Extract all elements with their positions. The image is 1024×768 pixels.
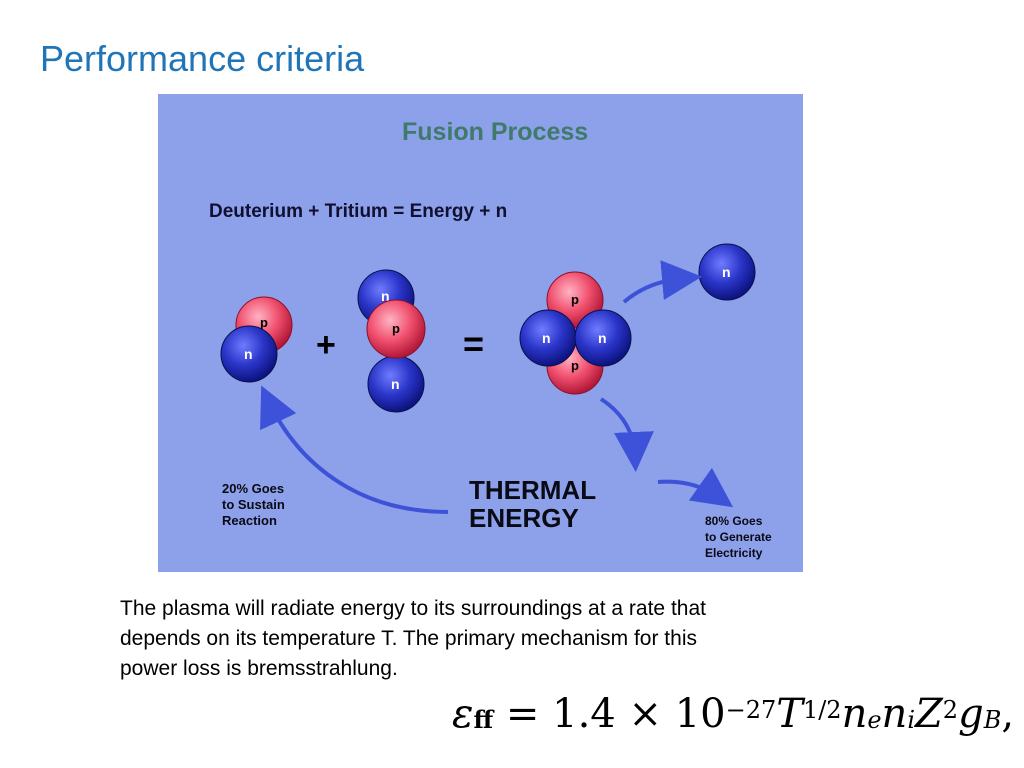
deuterium-nucleus: p n [220, 296, 293, 383]
sustain-note: to Sustain [222, 497, 285, 512]
neutron-label: n [542, 330, 551, 346]
formula-z-exp: 2 [942, 696, 959, 724]
body-line: power loss is bremsstrahlung. [120, 657, 398, 680]
arrow-to-thermal [599, 397, 654, 472]
equals-sign: = [463, 323, 484, 364]
reaction-equation: Deuterium + Tritium = Energy + n [209, 201, 507, 222]
formula-lhs-subscript: ff [473, 705, 494, 734]
formula-ni: n [881, 691, 908, 737]
helium-nucleus: p p n n [519, 271, 632, 395]
formula-g-sub: B [983, 706, 1002, 734]
formula-ne-sub: e [867, 706, 882, 734]
body-line: depends on its temperature T. The primar… [120, 627, 697, 650]
arrow-to-neutron [622, 260, 702, 304]
formula-equals: = [505, 691, 540, 737]
arrow-to-electricity [657, 467, 734, 508]
formula-temp-exponent: 1/2 [802, 696, 842, 724]
formula-ni-sub: i [907, 706, 915, 734]
sustain-note: Reaction [222, 513, 277, 528]
thermal-energy-label: THERMAL [469, 475, 596, 505]
formula-coefficient: 1.4 [552, 691, 616, 737]
neutron-label: n [722, 264, 731, 280]
formula-temp: T [776, 691, 803, 737]
formula-lhs: ε [452, 691, 474, 737]
free-neutron: n [698, 243, 756, 301]
figure-title: Fusion Process [402, 118, 588, 146]
body-paragraph: The plasma will radiate energy to its su… [120, 594, 860, 684]
proton-label: p [260, 315, 268, 330]
neutron-label: n [244, 346, 253, 362]
neutron-label: n [598, 330, 607, 346]
formula-ne: n [841, 691, 868, 737]
generate-note: Electricity [705, 546, 763, 560]
formula-z: Z [915, 691, 943, 737]
formula-base: 10 [674, 691, 726, 737]
plus-sign: + [316, 326, 336, 364]
proton-label: p [392, 321, 400, 336]
proton-label: p [571, 292, 579, 307]
sustain-note: 20% Goes [222, 481, 284, 496]
bremsstrahlung-formula: εff = 1.4 × 10−27T1/2neniZ2gB, [452, 684, 1014, 744]
thermal-energy-label: ENERGY [469, 503, 579, 533]
proton-label: p [571, 358, 579, 373]
slide-title: Performance criteria [40, 38, 365, 79]
body-line: The plasma will radiate energy to its su… [120, 597, 706, 620]
fusion-diagram: Fusion Process Deuterium + Tritium = Ene… [209, 118, 772, 560]
fusion-process-figure: Fusion Process Deuterium + Tritium = Ene… [158, 94, 803, 572]
generate-note: to Generate [705, 530, 772, 544]
tritium-nucleus: n n p [357, 269, 426, 413]
formula-exponent: −27 [725, 696, 777, 724]
formula-comma: , [1001, 691, 1015, 737]
neutron-label: n [391, 376, 400, 392]
formula-times: × [628, 691, 662, 737]
generate-note: 80% Goes [705, 514, 763, 528]
arrow-sustain-reaction [260, 385, 449, 514]
formula-g: g [958, 691, 984, 737]
neutron-label: n [381, 288, 390, 304]
